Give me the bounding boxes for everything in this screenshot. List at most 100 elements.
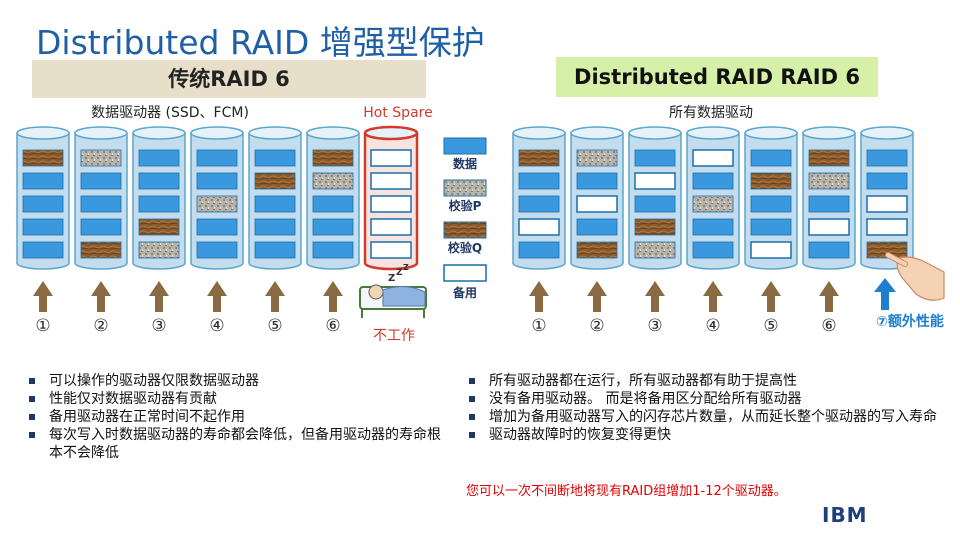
legend-parity-q-label: 校验Q [448,240,482,255]
left-subtitle: 数据驱动器 (SSD、FCM) [91,105,249,121]
parity-p-block [196,195,238,213]
drum-top [306,126,360,140]
drive-number: ⑤ [763,316,778,336]
spare-block [634,172,676,190]
data-block [750,195,792,213]
ibm-logo: IBM [822,503,868,527]
io-arrow [645,281,665,312]
bullet-item: 所有驱动器都在运行，所有驱动器都有助于提高性 [466,372,946,390]
legacy-raid-header: 传统RAID 6 [168,67,290,91]
drum-top [363,125,419,141]
bullet-item: 驱动器故障时的恢复变得更快 [466,426,946,444]
data-block [80,195,122,213]
data-block [692,218,734,236]
red-note: 您可以一次不间断地将现有RAID组增加1-12个驱动器。 [466,484,787,499]
data-block [576,218,618,236]
zzz-glyph-1: Z [388,273,395,284]
distributed-drive-6 [802,126,856,270]
spare-block [370,172,412,190]
legend-data-label: 数据 [453,156,477,171]
data-block [138,172,180,190]
data-block [634,149,676,167]
legacy-drive-5 [248,126,302,270]
bullet-item: 增加为备用驱动器写入的闪存芯片数量，从而延长整个驱动器的写入寿命 [466,408,946,426]
not-working-label: 不工作 [373,328,415,344]
drum-top [132,126,186,140]
hot-spare-label: Hot Spare [363,105,432,121]
data-block [866,149,908,167]
parity-q-block [866,241,908,259]
parity-p-block [312,172,354,190]
drive-number: ⑤ [267,316,282,336]
io-arrow [91,281,111,312]
parity-q-block [808,149,850,167]
spare-block [576,195,618,213]
spare-block [518,218,560,236]
data-block [22,241,64,259]
distributed-drive-4 [686,126,740,270]
legend-parity-q-swatch [443,221,487,239]
io-arrow [33,281,53,312]
data-block [808,241,850,259]
io-arrow [819,281,839,312]
data-block [576,172,618,190]
data-block [138,195,180,213]
parity-q-block [576,241,618,259]
extra-drive-arrow [874,278,896,310]
drive-number: ② [93,316,108,336]
bullet-item: 备用驱动器在正常时间不起作用 [26,408,446,426]
data-block [518,241,560,259]
drive-number: ⑥ [821,316,836,336]
data-block [196,172,238,190]
spare-block [750,241,792,259]
data-block [22,195,64,213]
sleeper-head [368,284,384,300]
drum-top [744,126,798,140]
data-block [196,218,238,236]
drive-number: ④ [705,316,720,336]
data-block [518,195,560,213]
data-block [634,195,676,213]
io-arrow [703,281,723,312]
drum-top [860,126,914,140]
io-arrow [323,281,343,312]
io-arrow [529,281,549,312]
data-block [692,241,734,259]
parity-q-block [634,218,676,236]
drive-number: ③ [647,316,662,336]
spare-block [370,149,412,167]
sleeping-person-icon: Z Z Z [359,263,427,318]
data-block [692,172,734,190]
parity-q-block [750,172,792,190]
legacy-drive-3 [132,126,186,270]
data-block [22,172,64,190]
data-block [196,241,238,259]
data-block [196,149,238,167]
drum-top [686,126,740,140]
parity-p-block [80,149,122,167]
spare-block [692,149,734,167]
data-block [254,241,296,259]
hot-spare-drive [363,125,419,271]
drive-number: ⑥ [325,316,340,336]
parity-q-block [80,241,122,259]
legend-parity-p-swatch [443,179,487,197]
data-block [254,149,296,167]
parity-p-block [634,241,676,259]
bullet-item: 可以操作的驱动器仅限数据驱动器 [26,372,446,390]
io-arrow [761,281,781,312]
legacy-raid-header-box: 传统RAID 6 [32,60,426,98]
io-arrow [265,281,285,312]
drive-number: ③ [151,316,166,336]
spare-block [866,195,908,213]
io-arrow [587,281,607,312]
parity-q-block [312,149,354,167]
bullet-item: 每次写入时数据驱动器的寿命都会降低，但备用驱动器的寿命根本不会降低 [26,426,446,462]
legacy-drive-4 [190,126,244,270]
drum-top [190,126,244,140]
drum-top [802,126,856,140]
data-block [518,172,560,190]
drum-top [512,126,566,140]
parity-p-block [576,149,618,167]
